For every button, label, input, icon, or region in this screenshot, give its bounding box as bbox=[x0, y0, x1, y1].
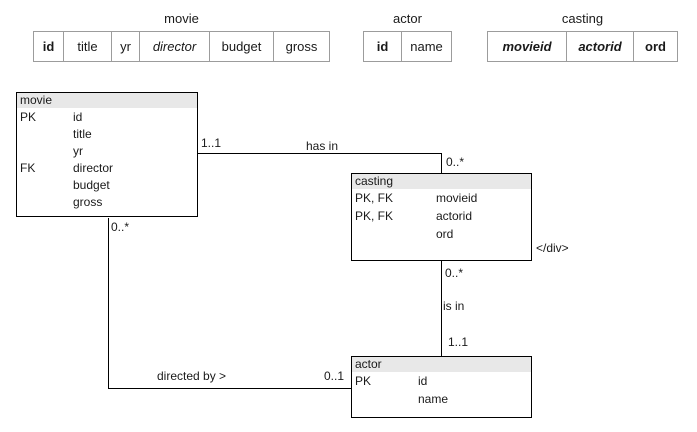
entity-row: ord bbox=[352, 225, 531, 243]
entity-row-attr: name bbox=[418, 392, 449, 406]
schema-cell-director: director bbox=[139, 32, 209, 61]
line-directed-by-horizontal bbox=[108, 388, 351, 389]
schema-cell-budget: budget bbox=[209, 32, 273, 61]
entity-row-attr: actorid bbox=[436, 209, 473, 223]
entity-row-key: PK, FK bbox=[355, 191, 394, 205]
cardinality-casting-is-in: 0..* bbox=[445, 266, 464, 280]
cardinality-casting-has-in: 0..* bbox=[446, 155, 465, 169]
schema-cell-actorid: actorid bbox=[566, 32, 633, 61]
entity-row-key: PK bbox=[355, 374, 372, 388]
entity-row: gross bbox=[17, 193, 197, 210]
schema-title-actor: actor bbox=[393, 11, 422, 26]
schema-table-actor: actor id name bbox=[363, 11, 452, 62]
entity-row: FK director bbox=[17, 159, 197, 176]
entity-row-attr: movieid bbox=[436, 191, 478, 205]
cardinality-movie-has-in: 1..1 bbox=[201, 136, 222, 150]
line-has-in-vertical bbox=[441, 153, 442, 173]
schema-title-casting: casting bbox=[561, 11, 604, 26]
schema-cell-ord: ord bbox=[633, 32, 677, 61]
entity-row: yr bbox=[17, 142, 197, 159]
cardinality-actor-directed: 0..1 bbox=[324, 369, 345, 383]
entity-row: budget bbox=[17, 176, 197, 193]
entity-row-attr: gross bbox=[73, 194, 103, 209]
schema-cell-title: title bbox=[63, 32, 111, 61]
entity-row: PK id bbox=[352, 372, 531, 390]
entity-actor: actor PK id name bbox=[351, 356, 532, 418]
entity-row-attr: id bbox=[418, 374, 428, 388]
schema-row-casting: movieid actorid ord bbox=[487, 31, 678, 62]
entity-row-key: PK, FK bbox=[355, 209, 394, 223]
entity-row-key: PK bbox=[20, 109, 37, 124]
cardinality-movie-directed: 0..* bbox=[111, 220, 130, 234]
entity-row: PK, FK movieid bbox=[352, 189, 531, 207]
schema-cell-yr: yr bbox=[111, 32, 139, 61]
schema-cell-name: name bbox=[401, 32, 451, 61]
entity-header: casting bbox=[352, 174, 531, 189]
line-is-in-vertical bbox=[441, 261, 442, 356]
entity-row: name bbox=[352, 390, 531, 408]
entity-row: title bbox=[17, 125, 197, 142]
entity-row-key: FK bbox=[20, 160, 36, 175]
entity-header: actor bbox=[352, 357, 531, 372]
entity-row-attr: budget bbox=[73, 177, 110, 192]
line-has-in-horizontal bbox=[198, 153, 442, 154]
entity-row-attr: director bbox=[73, 160, 114, 175]
schema-row-actor: id name bbox=[363, 31, 452, 62]
entity-row: PK id bbox=[17, 108, 197, 125]
schema-table-movie: movie id title yr director budget gross bbox=[33, 11, 330, 62]
relationship-label-is-in: is in bbox=[443, 299, 465, 313]
schema-cell-id: id bbox=[376, 39, 389, 54]
schema-title-movie: movie bbox=[164, 11, 199, 26]
schema-table-casting: casting movieid actorid ord bbox=[487, 11, 678, 62]
entity-row-attr: ord bbox=[436, 227, 454, 241]
entity-header: movie bbox=[17, 93, 197, 108]
schema-cell-id: id bbox=[42, 39, 55, 54]
relationship-label-directed-by: directed by > bbox=[157, 369, 227, 383]
relationship-label-has-in: has in bbox=[306, 139, 339, 153]
entity-row-attr: title bbox=[73, 126, 92, 141]
schema-row-movie: id title yr director budget gross bbox=[33, 31, 330, 62]
entity-row-attr: id bbox=[73, 109, 83, 124]
entity-movie: movie PK id title yr FK director budget … bbox=[16, 92, 198, 217]
entity-casting: casting PK, FK movieid PK, FK actorid or… bbox=[351, 173, 532, 261]
line-directed-by-vertical bbox=[108, 218, 109, 388]
cardinality-actor-is-in: 1..1 bbox=[448, 335, 469, 349]
entity-row-attr: yr bbox=[73, 143, 83, 158]
entity-row: PK, FK actorid bbox=[352, 207, 531, 225]
schema-cell-gross: gross bbox=[273, 32, 329, 61]
stray-html-text: </div> bbox=[536, 241, 569, 255]
schema-cell-movieid: movieid bbox=[502, 39, 552, 54]
